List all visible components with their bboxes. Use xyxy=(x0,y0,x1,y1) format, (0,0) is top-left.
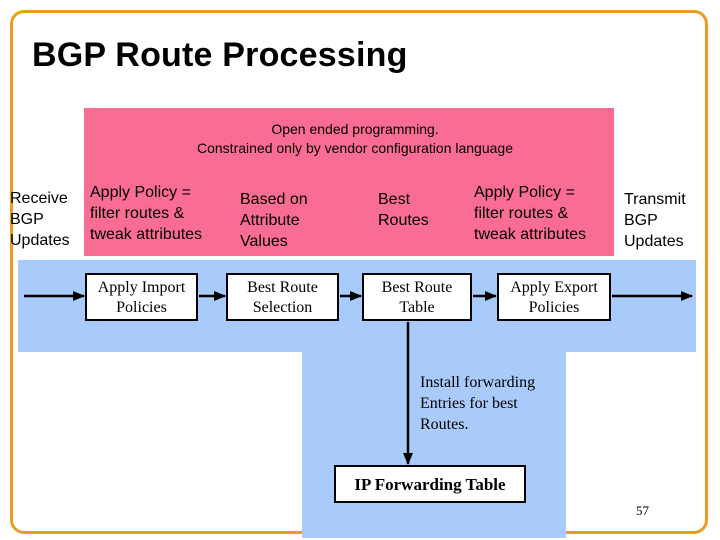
ip-forwarding-table-box: IP Forwarding Table xyxy=(334,465,526,503)
best-route-table-label: Best Route Table xyxy=(381,279,453,316)
slide-title: BGP Route Processing xyxy=(32,36,408,74)
transmit-bgp-updates-label: Transmit BGP Updates xyxy=(624,191,686,250)
page-number: 57 xyxy=(636,503,649,518)
programming-banner: Open ended programming. Constrained only… xyxy=(197,121,513,156)
apply-export-policies-label: Apply Export Policies xyxy=(510,279,598,316)
best-route-table-box: Best Route Table xyxy=(362,273,472,321)
best-routes-label: Best Routes xyxy=(378,191,429,229)
attribute-values-label: Based on Attribute Values xyxy=(240,191,308,250)
export-policy-description: Apply Policy = filter routes & tweak att… xyxy=(474,184,587,243)
best-route-selection-box: Best Route Selection xyxy=(226,273,339,321)
apply-export-policies-box: Apply Export Policies xyxy=(497,273,611,321)
apply-import-policies-box: Apply Import Policies xyxy=(85,273,198,321)
policy-region-pink xyxy=(84,108,614,256)
ip-forwarding-table-label: IP Forwarding Table xyxy=(354,475,506,494)
receive-bgp-updates-label: Receive BGP Updates xyxy=(10,190,70,249)
import-policy-description: Apply Policy = filter routes & tweak att… xyxy=(90,184,203,243)
best-route-selection-label: Best Route Selection xyxy=(247,279,318,316)
install-forwarding-note: Install forwarding Entries for best Rout… xyxy=(420,374,536,433)
forwarding-region-blue xyxy=(302,350,566,538)
apply-import-policies-label: Apply Import Policies xyxy=(97,279,186,316)
